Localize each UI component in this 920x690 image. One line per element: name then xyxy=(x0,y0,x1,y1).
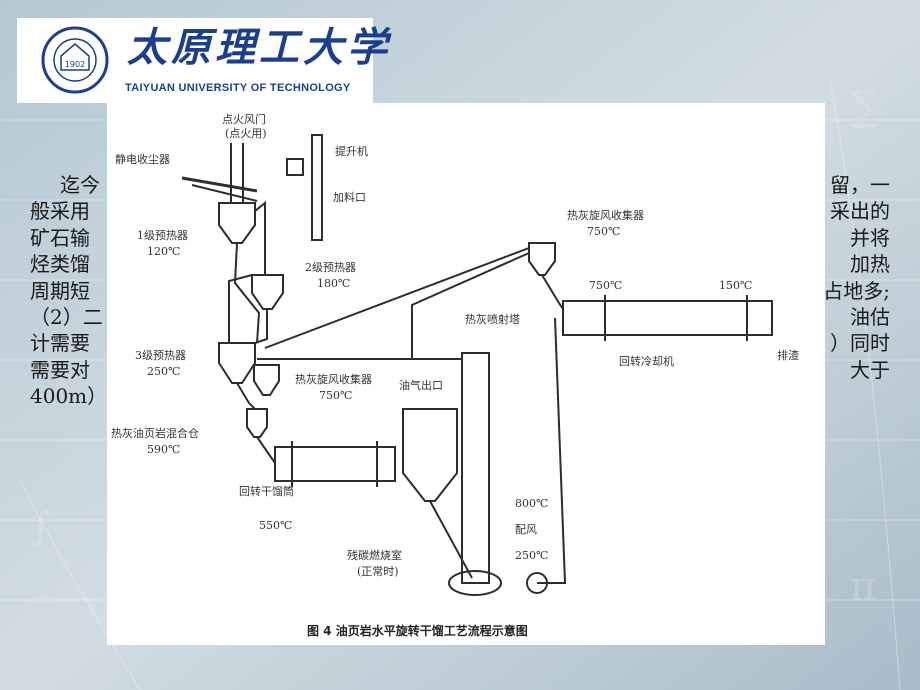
text-line-right-5: 油估 xyxy=(850,305,890,329)
university-name-english: TAIYUAN UNIVERSITY OF TECHNOLOGY xyxy=(125,82,351,94)
combustor-shape xyxy=(402,408,458,502)
svg-text:∫: ∫ xyxy=(30,504,51,550)
label-ignition-air: 点火风门 xyxy=(222,112,266,126)
text-line-left-7: 需要对 xyxy=(30,357,90,382)
label-rotary-retort-temp: 550℃ xyxy=(259,519,292,532)
text-line-left-1: 般采用 xyxy=(30,199,90,224)
text-line-left-3: 烃类馏 xyxy=(30,252,90,277)
label-preheater-1: 1级预热器 xyxy=(137,229,188,242)
text-line-right-3: 加热 xyxy=(850,252,890,277)
label-residual-carbon-combustor: 残碳燃烧室 xyxy=(347,548,402,562)
label-combustion-temp: 800℃ xyxy=(515,497,548,510)
air-fan-icon xyxy=(526,572,548,594)
label-preheater-3: 3级预热器 xyxy=(135,349,186,362)
feed-hopper xyxy=(286,158,304,176)
label-electrostatic-precipitator: 静电收尘器 xyxy=(115,152,170,166)
seal-year: 1902 xyxy=(65,60,85,69)
label-cooler-temp-in: 750℃ xyxy=(589,279,622,292)
svg-text:π: π xyxy=(850,564,876,610)
label-mixing-bin: 热灰油页岩混合仓 xyxy=(111,426,199,440)
svg-text:∑: ∑ xyxy=(850,84,879,130)
label-oil-gas-outlet: 油气出口 xyxy=(399,378,443,392)
label-feed-inlet: 加料口 xyxy=(333,190,366,204)
rotary-retort-shape xyxy=(274,446,396,482)
preheater-2-shape xyxy=(251,274,284,310)
label-combustor-note: (正常时) xyxy=(357,565,399,578)
label-hot-ash-cyclone-low: 热灰旋风收集器 xyxy=(295,372,372,386)
label-air-supply-temp: 250℃ xyxy=(515,549,548,562)
text-line-right-1: 采出的 xyxy=(830,199,890,224)
label-ignition-air-note: (点火用) xyxy=(225,127,267,140)
text-line-left-6: 计需要 xyxy=(30,331,90,356)
cyclone-low-shape xyxy=(253,364,280,396)
label-mixing-bin-temp: 590℃ xyxy=(147,443,180,456)
spray-tower-shape xyxy=(461,352,490,584)
text-line-left-4: 周期短 xyxy=(30,278,90,303)
label-rotary-retort: 回转干馏筒 xyxy=(239,484,294,498)
text-line-left-8: 400m） xyxy=(30,384,108,409)
label-rotary-cooler: 回转冷却机 xyxy=(619,354,674,368)
text-line-right-2: 并将 xyxy=(850,225,890,250)
label-air-supply: 配风 xyxy=(515,523,537,536)
label-discharge: 排渣 xyxy=(777,348,799,362)
label-hot-ash-spray-tower: 热灰喷射塔 xyxy=(465,312,520,326)
label-hot-ash-cyclone-top-temp: 750℃ xyxy=(587,225,620,238)
label-cooler-temp-out: 150℃ xyxy=(719,279,752,292)
university-seal-icon: 1902 xyxy=(41,26,109,94)
diagram-caption: 图 4 油页岩水平旋转干馏工艺流程示意图 xyxy=(307,623,528,638)
label-preheater-2-temp: 180℃ xyxy=(317,277,350,290)
preheater-1-shape xyxy=(218,202,256,244)
label-preheater-1-temp: 120℃ xyxy=(147,245,180,258)
rotary-cooler-shape xyxy=(562,300,773,336)
text-line-left-2: 矿石输 xyxy=(30,225,90,250)
label-elevator: 提升机 xyxy=(335,144,368,158)
label-hot-ash-cyclone-low-temp: 750℃ xyxy=(319,389,352,402)
text-line-right-6: ）同时 xyxy=(830,331,890,356)
label-preheater-2: 2级预热器 xyxy=(305,261,356,274)
precipitator-shape xyxy=(181,176,258,193)
label-hot-ash-cyclone-top: 热灰旋风收集器 xyxy=(567,208,644,222)
text-line-right-7: 大于 xyxy=(850,357,890,382)
text-line-left-0: 迄今 xyxy=(60,173,100,197)
university-name-chinese: 太原理工大学 xyxy=(127,24,391,71)
text-line-right-4: 占地多; xyxy=(823,278,890,303)
cyclone-top-shape xyxy=(528,242,556,276)
text-line-left-5: （2）二 xyxy=(30,305,103,329)
university-logo-banner: 1902 太原理工大学 TAIYUAN UNIVERSITY OF TECHNO… xyxy=(17,18,387,103)
mixing-bin-shape xyxy=(246,408,268,438)
label-preheater-3-temp: 250℃ xyxy=(147,365,180,378)
text-line-right-0: 留，一 xyxy=(830,173,890,197)
process-flow-diagram: 点火风门(点火用) 静电收尘器 提升机加料口 1级预热器 120℃ 2级预热器 180℃ 3级… xyxy=(107,103,825,645)
elevator-shape xyxy=(311,134,323,241)
preheater-3-shape xyxy=(218,342,256,384)
